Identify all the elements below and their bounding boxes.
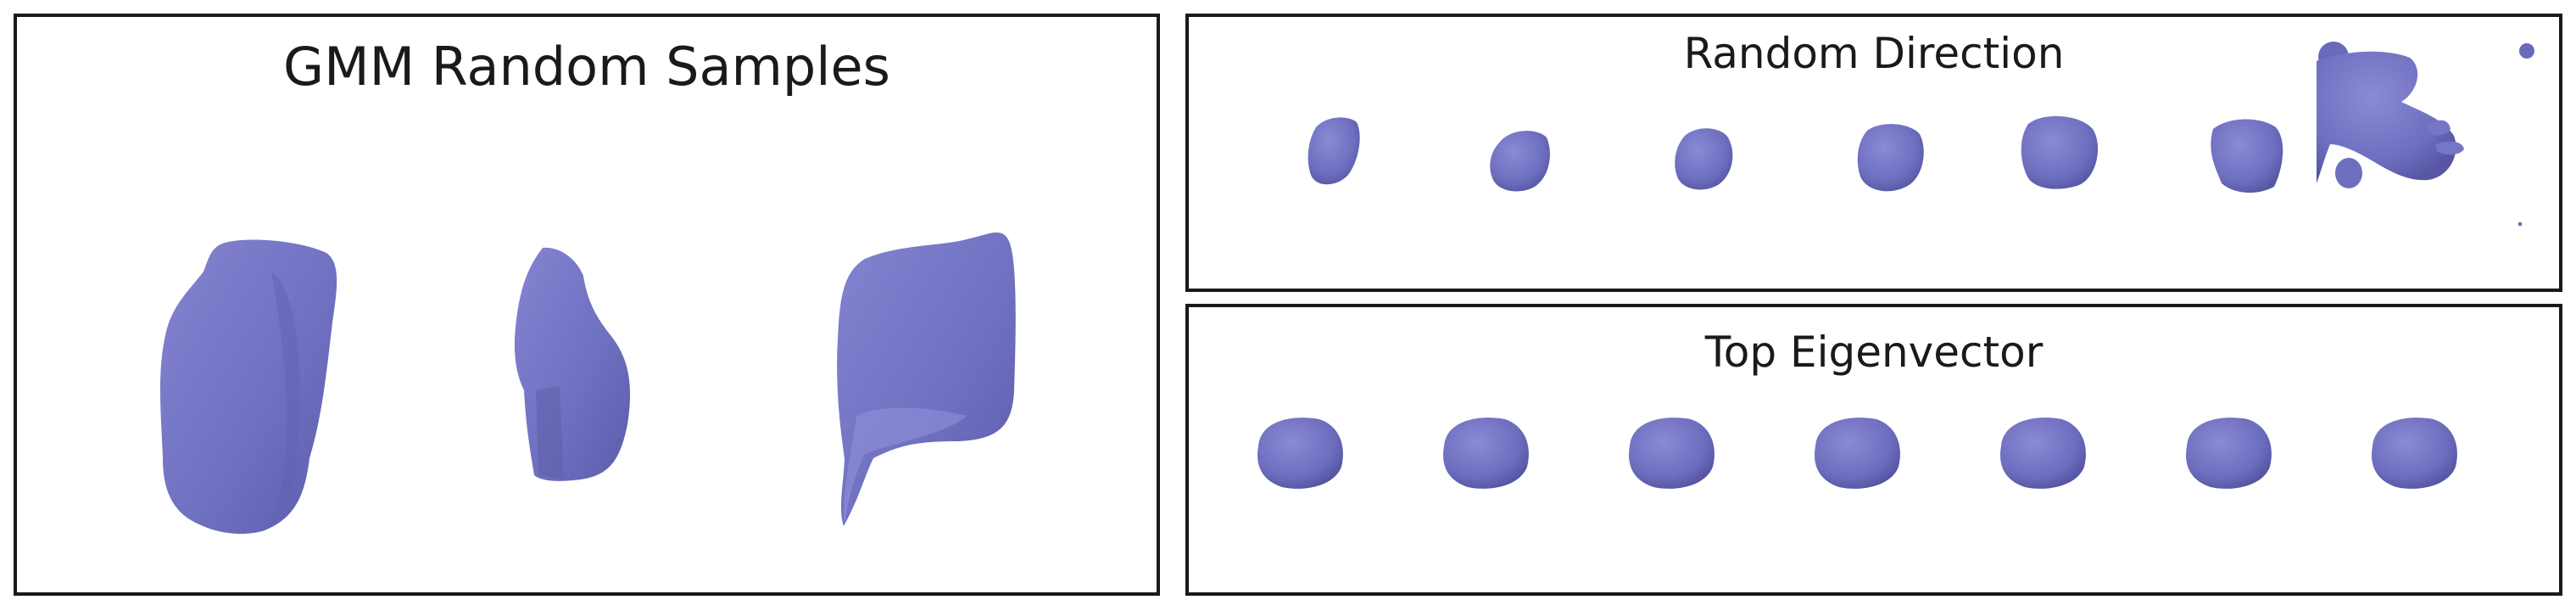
top-eigenvector-sample-3 — [1629, 418, 1715, 489]
random-direction-sample-2 — [1490, 131, 1550, 192]
gmm-shapes — [159, 232, 1016, 535]
random-direction-title: Random Direction — [1683, 29, 2065, 78]
random-direction-sample-7 — [2317, 42, 2534, 226]
top-eigenvector-sample-1 — [1257, 418, 1343, 489]
top-eigenvector-sample-4 — [1815, 418, 1900, 489]
top-eigenvector-panel: Top Eigenvector — [1185, 304, 2562, 596]
gmm-panel: GMM Random Samples — [14, 14, 1160, 596]
top-eigenvector-title: Top Eigenvector — [1704, 328, 2044, 377]
gmm-sample-1 — [159, 239, 337, 535]
top-eigenvector-sample-5 — [2000, 418, 2086, 489]
random-direction-sample-4 — [1857, 124, 1924, 192]
random-direction-panel: Random Direction — [1185, 14, 2562, 292]
random-direction-sample-1 — [1308, 117, 1360, 185]
gmm-sample-2 — [514, 247, 631, 481]
top-eigenvector-sample-7 — [2372, 418, 2457, 489]
top-eigenvector-sample-2 — [1443, 418, 1529, 489]
random-direction-sample-6 — [2211, 119, 2283, 193]
random-direction-sample-3 — [1675, 128, 1733, 190]
gmm-panel-title: GMM Random Samples — [283, 36, 890, 98]
top-eigenvector-sample-6 — [2186, 418, 2272, 489]
top-eigenvector-shapes — [1257, 418, 2457, 489]
random-direction-sample-5 — [2021, 115, 2099, 189]
gmm-sample-3 — [837, 232, 1016, 526]
random-direction-shapes — [1308, 42, 2534, 226]
